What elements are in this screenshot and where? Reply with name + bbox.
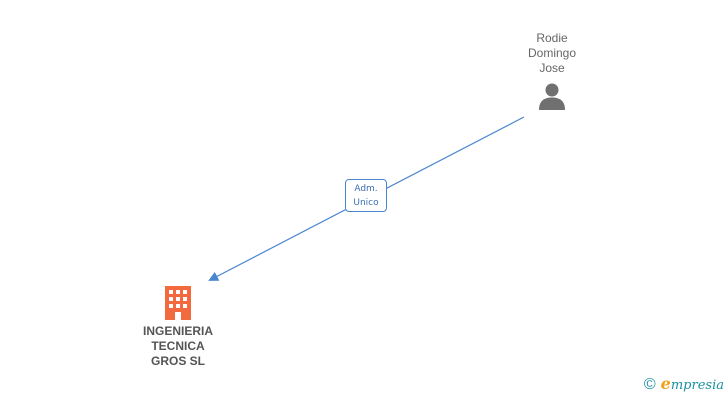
edge-role-label[interactable]: Adm. Unico (345, 179, 387, 212)
brand-logo[interactable]: empresia (661, 376, 724, 394)
company-node[interactable]: INGENIERIA TECNICA GROS SL (118, 286, 238, 369)
footer-brand: © empresia (644, 376, 724, 394)
brand-initial: e (660, 374, 671, 393)
building-icon (165, 286, 191, 320)
brand-name: mpresia (670, 378, 724, 393)
person-node[interactable]: Rodie Domingo Jose (502, 31, 602, 110)
person-name: Rodie Domingo Jose (527, 31, 577, 75)
copyright-icon: © (643, 376, 656, 393)
person-icon (539, 83, 565, 110)
company-name: INGENIERIA TECNICA GROS SL (142, 324, 213, 368)
